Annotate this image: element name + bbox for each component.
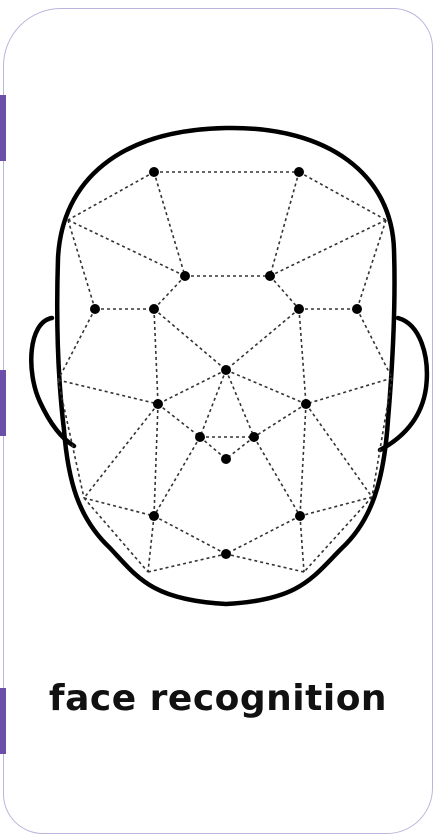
mesh-landmarks	[90, 167, 362, 559]
card-caption: face recognition	[0, 678, 436, 719]
landmark-point	[301, 399, 311, 409]
landmark-point	[352, 304, 362, 314]
landmark-point	[149, 167, 159, 177]
landmark-point	[221, 365, 231, 375]
landmark-point	[295, 511, 305, 521]
landmark-point	[149, 304, 159, 314]
landmark-point	[221, 454, 231, 464]
landmark-point	[195, 432, 205, 442]
landmark-point	[294, 304, 304, 314]
landmark-point	[149, 511, 159, 521]
left-ear	[31, 318, 74, 446]
landmark-point	[153, 399, 163, 409]
landmark-point	[90, 304, 100, 314]
landmark-point	[221, 549, 231, 559]
landmark-point	[180, 271, 190, 281]
landmark-point	[249, 432, 259, 442]
landmark-point	[265, 271, 275, 281]
landmark-point	[294, 167, 304, 177]
